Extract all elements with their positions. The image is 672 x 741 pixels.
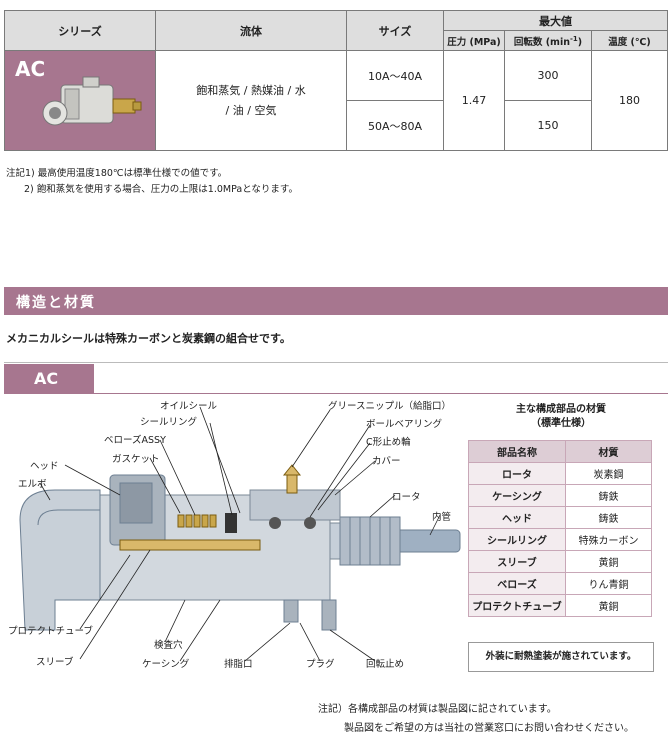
temp-value: 180	[591, 50, 668, 151]
paint-note: 外装に耐熱塗装が施されています。	[468, 642, 654, 672]
note-1: 注記1) 最高使用温度180℃は標準仕様での値です。	[6, 168, 228, 179]
label-oil-seal: オイルシール	[160, 401, 218, 412]
table-row: ヘッド鋳鉄	[468, 506, 652, 529]
header-size: サイズ	[346, 10, 444, 51]
footer-note-2: 製品図をご希望の方は当社の営業窓口にお問い合わせください。	[344, 723, 634, 734]
rpm-2: 150	[504, 100, 592, 151]
header-rpm: 回転数 (min-1)	[504, 30, 592, 51]
materials-header-part: 部品名称	[468, 440, 566, 463]
series-cell: AC	[4, 50, 156, 151]
label-casing: ケーシング	[142, 659, 190, 670]
label-elbow: エルボ	[18, 479, 47, 490]
note-2: 2) 飽和蒸気を使用する場合、圧力の上限は1.0MPaとなります。	[24, 184, 298, 195]
label-ball-bearing: ボールベアリング	[366, 419, 443, 430]
label-inner-pipe: 内管	[432, 512, 452, 523]
series-label: AC	[15, 57, 46, 81]
section-title: 構造と材質	[16, 295, 96, 311]
header-max-values: 最大値	[443, 10, 668, 31]
size-2: 50A～80A	[346, 100, 444, 151]
label-cover: カバー	[372, 456, 401, 467]
ac-tab-label: AC	[34, 369, 59, 388]
materials-table: 部品名称 材質 ロータ炭素鋼 ケーシング鋳鉄 ヘッド鋳鉄 シールリング特殊カーボ…	[468, 440, 652, 617]
label-gasket: ガスケット	[112, 454, 160, 465]
header-fluid: 流体	[155, 10, 347, 51]
fluid-line-1: 飽和蒸気 / 熱媒油 / 水	[196, 83, 306, 97]
label-anti-rotation: 回転止め	[366, 659, 405, 670]
materials-header-material: 材質	[565, 440, 652, 463]
cross-section-diagram	[19, 406, 461, 662]
label-bellows-assy: ベローズASSY	[104, 435, 166, 446]
footer-notes: 注記）各構成部品の材質は製品図に記されています。 製品図をご希望の方は当社の営業…	[318, 700, 634, 738]
rpm-1: 300	[504, 50, 592, 101]
rotary-joint-photo	[42, 76, 142, 126]
spec-table: シリーズ 流体 サイズ 最大値 圧力 (MPa) 回転数 (min-1) 温度 …	[4, 10, 668, 151]
header-temp: 温度 (℃)	[591, 30, 668, 51]
label-c-ring: C形止め輪	[366, 437, 411, 448]
label-rotor: ロータ	[392, 492, 421, 503]
label-grease-nipple: グリースニップル（給脂口）	[328, 401, 452, 412]
header-pressure: 圧力 (MPa)	[443, 30, 505, 51]
label-sleeve: スリーブ	[36, 657, 74, 668]
tab-strip	[94, 393, 668, 394]
table-row: ベローズりん青銅	[468, 572, 652, 595]
label-inspection-hole: 検査穴	[154, 640, 183, 651]
label-head: ヘッド	[30, 461, 59, 472]
table-row: プロテクトチューブ黄銅	[468, 594, 652, 617]
table-row: ケーシング鋳鉄	[468, 484, 652, 507]
fluid-cell: 飽和蒸気 / 熱媒油 / 水 / 油 / 空気	[155, 50, 347, 151]
pressure-value: 1.47	[443, 50, 505, 151]
materials-title: 主な構成部品の材質 （標準仕様）	[516, 404, 606, 429]
header-series: シリーズ	[4, 10, 156, 51]
table-row: ロータ炭素鋼	[468, 462, 652, 485]
label-plug: プラグ	[306, 659, 335, 670]
table-row: シールリング特殊カーボン	[468, 528, 652, 551]
size-1: 10A～40A	[346, 50, 444, 101]
section-band: 構造と材質	[4, 287, 668, 315]
table-row: スリーブ黄銅	[468, 550, 652, 573]
spec-notes: 注記1) 最高使用温度180℃は標準仕様での値です。 2) 飽和蒸気を使用する場…	[6, 166, 298, 198]
divider	[4, 362, 668, 363]
label-seal-ring: シールリング	[140, 417, 198, 428]
section-lead: メカニカルシールは特殊カーボンと炭素鋼の組合せです。	[6, 332, 291, 345]
ac-tab: AC	[4, 364, 94, 394]
label-drain-port: 排脂口	[224, 659, 253, 670]
label-protect-tube: プロテクトチューブ	[8, 626, 93, 637]
footer-note-1: 注記）各構成部品の材質は製品図に記されています。	[318, 704, 557, 715]
fluid-line-2: / 油 / 空気	[225, 103, 277, 117]
